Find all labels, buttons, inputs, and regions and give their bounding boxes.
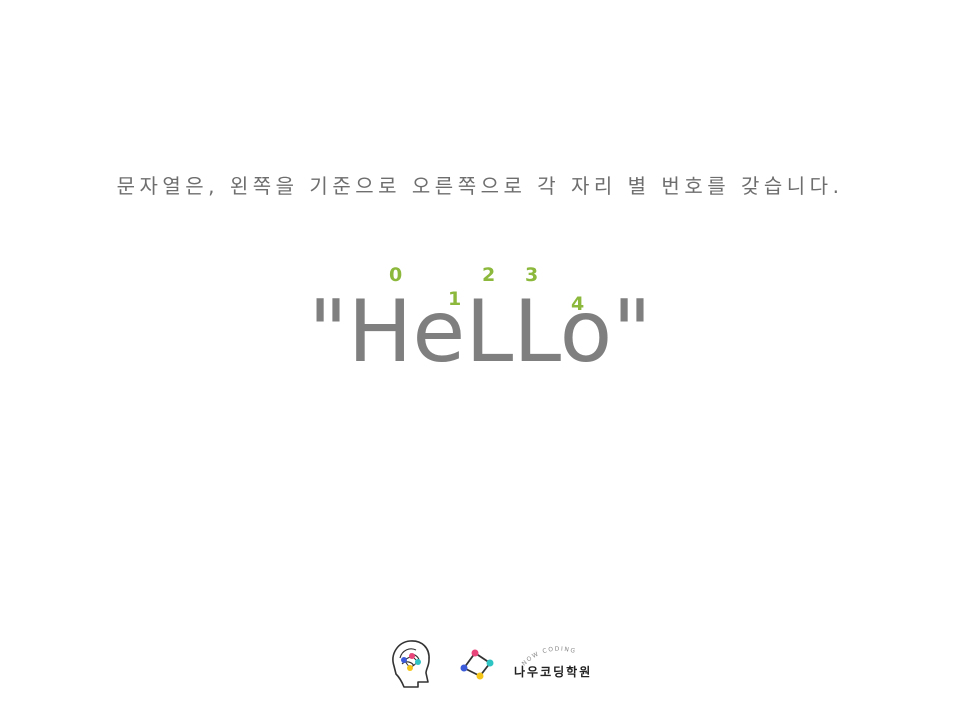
brand-tagline-arc: NOW CODING <box>521 646 576 668</box>
footer-logos: NOW CODING <box>0 632 960 696</box>
slide-subtitle: 문자열은, 왼쪽을 기준으로 오른쪽으로 각 자리 별 번호를 갖습니다. <box>116 174 844 198</box>
string-example: "HeLLo" <box>308 282 652 382</box>
index-label-1: 1 <box>448 288 462 310</box>
index-label-4: 4 <box>571 293 585 315</box>
index-label-0: 0 <box>389 264 403 286</box>
network-nodes-icon <box>460 649 494 680</box>
index-label-3: 3 <box>525 264 539 286</box>
brand-name: 나우코딩학원 <box>514 665 593 679</box>
index-label-2: 2 <box>482 264 496 286</box>
head-brain-icon <box>392 640 430 688</box>
